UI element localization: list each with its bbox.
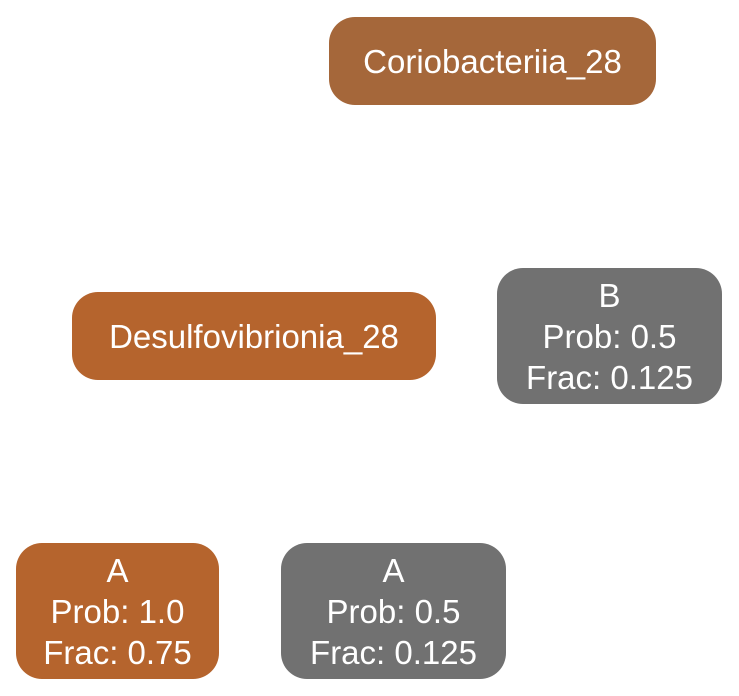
leaf-node-b: B Prob: 0.5 Frac: 0.125 — [497, 268, 722, 404]
node-label: A — [106, 551, 129, 589]
leaf-node-a-primary: A Prob: 1.0 Frac: 0.75 — [16, 543, 219, 679]
node-label: Coriobacteriia_28 — [363, 42, 622, 80]
node-prob: Prob: 0.5 — [542, 317, 677, 355]
node-frac: Frac: 0.125 — [526, 358, 693, 396]
node-frac: Frac: 0.75 — [43, 633, 192, 671]
leaf-node-a-secondary: A Prob: 0.5 Frac: 0.125 — [281, 543, 506, 679]
node-label: A — [382, 551, 405, 589]
node-desulfovibrionia: Desulfovibrionia_28 — [72, 292, 436, 380]
node-prob: Prob: 1.0 — [50, 592, 185, 630]
node-label: Desulfovibrionia_28 — [109, 317, 399, 355]
node-label: B — [598, 276, 621, 314]
node-frac: Frac: 0.125 — [310, 633, 477, 671]
node-coriobacteriia: Coriobacteriia_28 — [329, 17, 656, 105]
node-prob: Prob: 0.5 — [326, 592, 461, 630]
